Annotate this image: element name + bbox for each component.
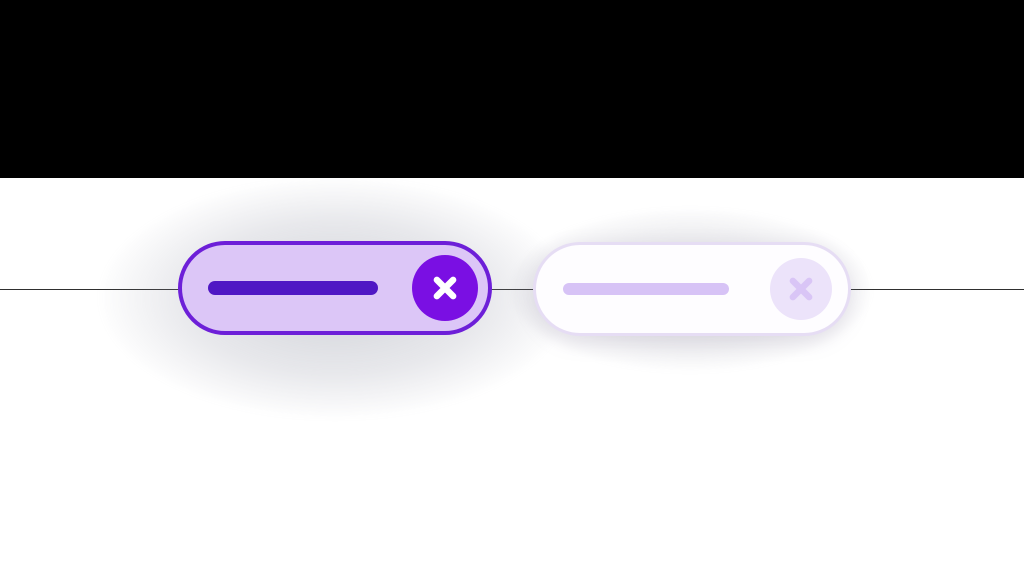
clear-button[interactable] (770, 258, 832, 320)
top-black-banner (0, 0, 1024, 178)
horizontal-rule (0, 289, 1024, 290)
placeholder-text-bar (563, 283, 729, 295)
close-icon (789, 277, 813, 301)
clear-button[interactable] (412, 255, 478, 321)
input-chip-active[interactable] (178, 241, 492, 335)
close-icon (433, 276, 457, 300)
input-chip-inactive[interactable] (533, 242, 851, 336)
placeholder-text-bar (208, 281, 378, 295)
